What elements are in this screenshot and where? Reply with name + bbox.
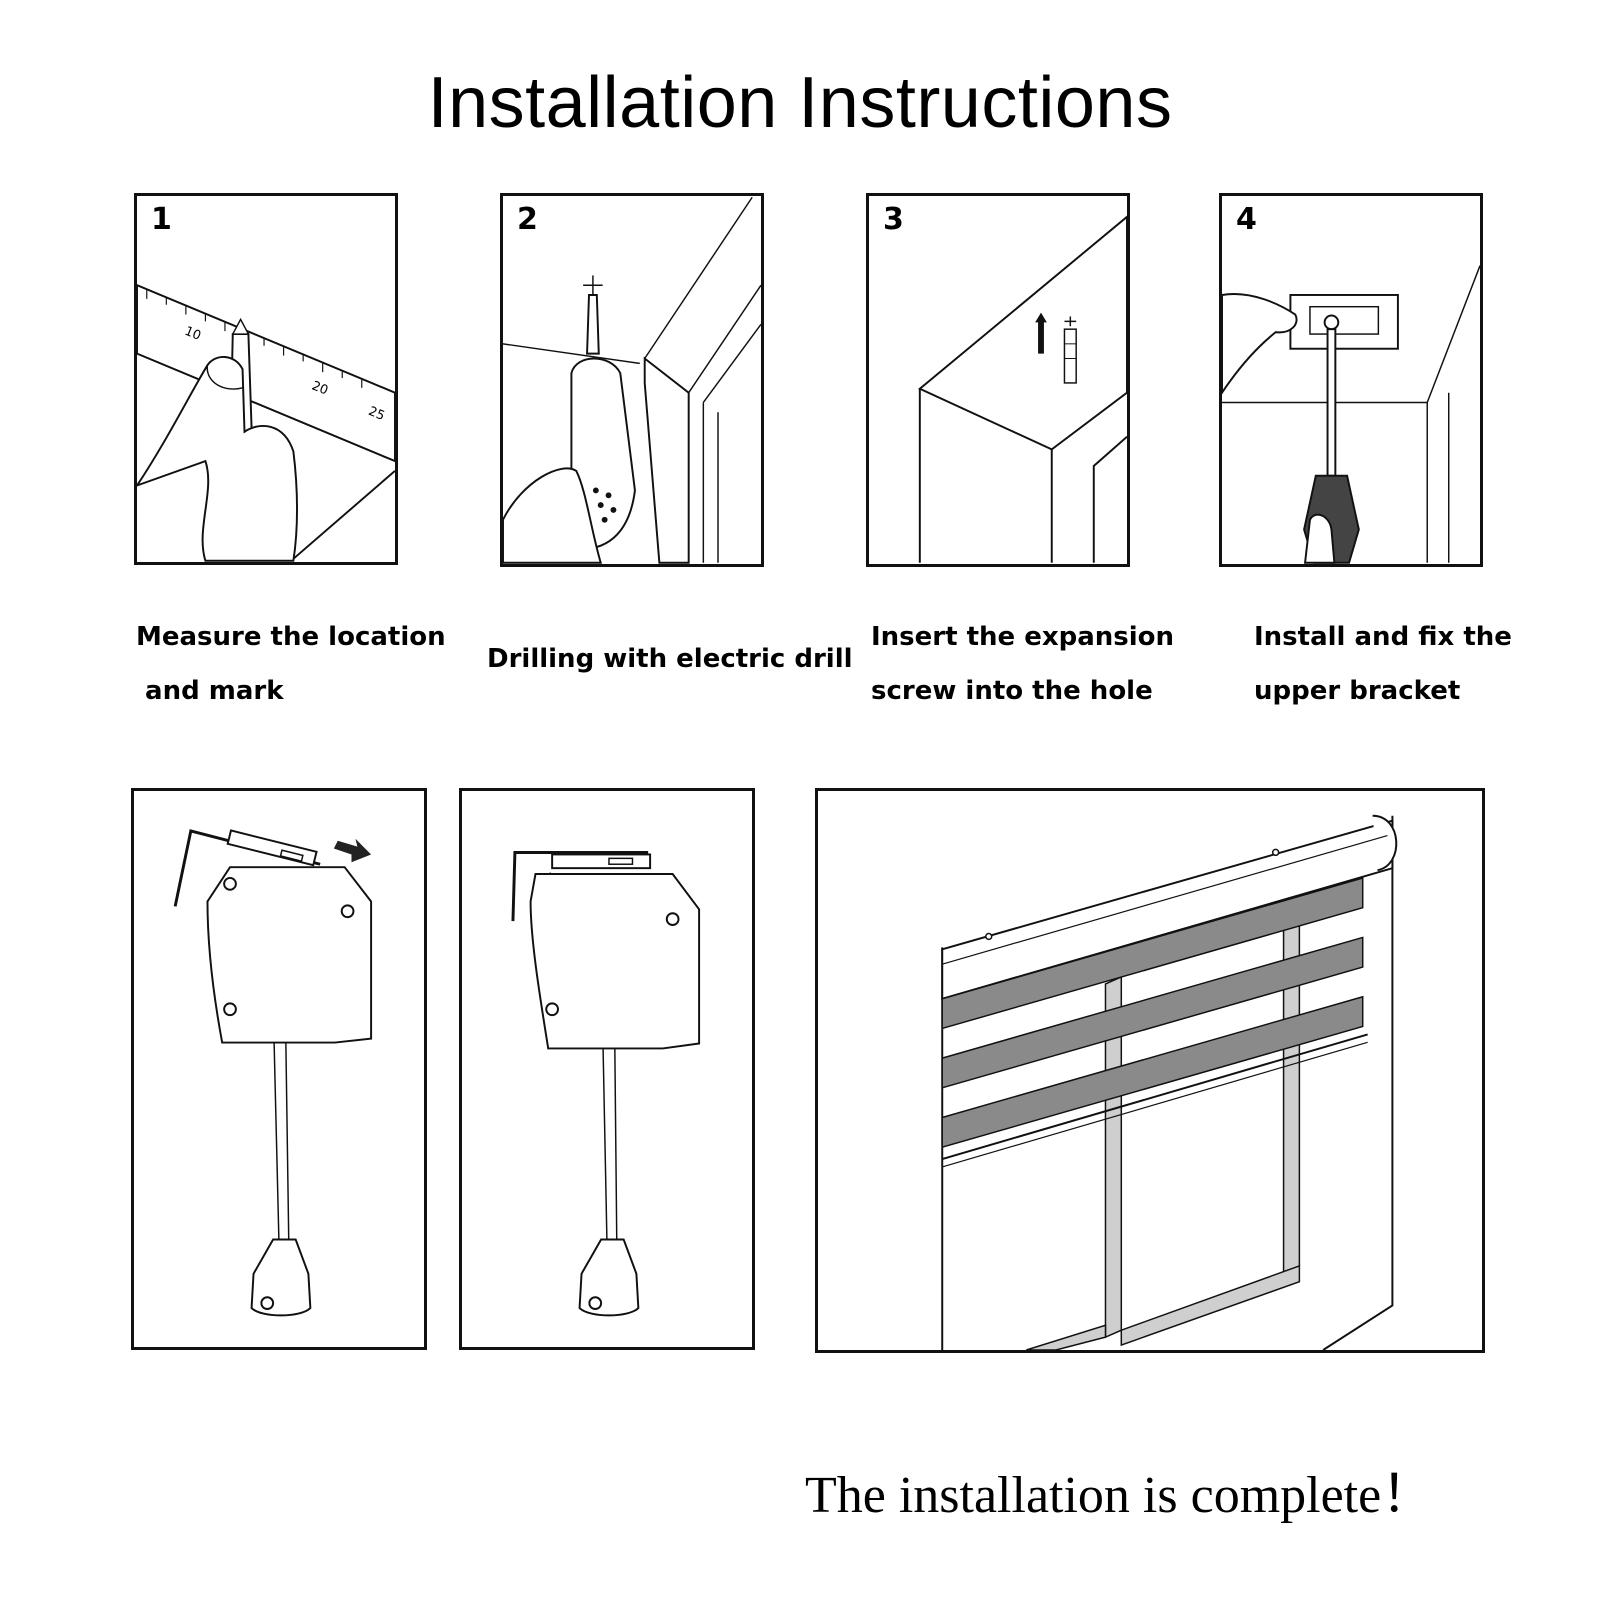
completion-message: The installation is complete！ <box>805 1452 1433 1527</box>
finished-blind-panel <box>815 788 1485 1353</box>
step-3-panel: 3 <box>866 193 1130 567</box>
bracket-hook-illustration <box>134 791 424 1347</box>
step-3-caption-line2: screw into the hole <box>871 664 1174 718</box>
step-3-caption: Insert the expansion screw into the hole <box>871 610 1174 718</box>
step-4-caption-line1: Install and fix the <box>1254 610 1512 664</box>
expansion-screw-illustration <box>869 196 1127 564</box>
step-1-caption: Measure the location and mark <box>136 610 446 718</box>
bracket-hook-panel <box>131 788 427 1350</box>
bracket-snap-illustration <box>462 791 752 1347</box>
step-1-caption-line1: Measure the location <box>136 610 446 664</box>
bracket-snap-panel <box>459 788 755 1350</box>
page-title: Installation Instructions <box>0 62 1600 144</box>
measure-illustration: 10 20 25 <box>137 196 395 562</box>
step-4-caption-line2: upper bracket <box>1254 664 1512 718</box>
step-2-caption: Drilling with electric drill <box>487 632 853 686</box>
step-4-panel: 4 <box>1219 193 1483 567</box>
step-2-panel: 2 <box>500 193 764 567</box>
bracket-install-illustration <box>1222 196 1480 564</box>
step-4-caption: Install and fix the upper bracket <box>1254 610 1512 718</box>
step-1-panel: 1 10 20 25 <box>134 193 398 565</box>
step-2-caption-line1: Drilling with electric drill <box>487 632 853 686</box>
drill-illustration <box>503 196 761 564</box>
step-3-caption-line1: Insert the expansion <box>871 610 1174 664</box>
step-1-caption-line2: and mark <box>136 664 446 718</box>
finished-blind-illustration <box>818 791 1482 1350</box>
